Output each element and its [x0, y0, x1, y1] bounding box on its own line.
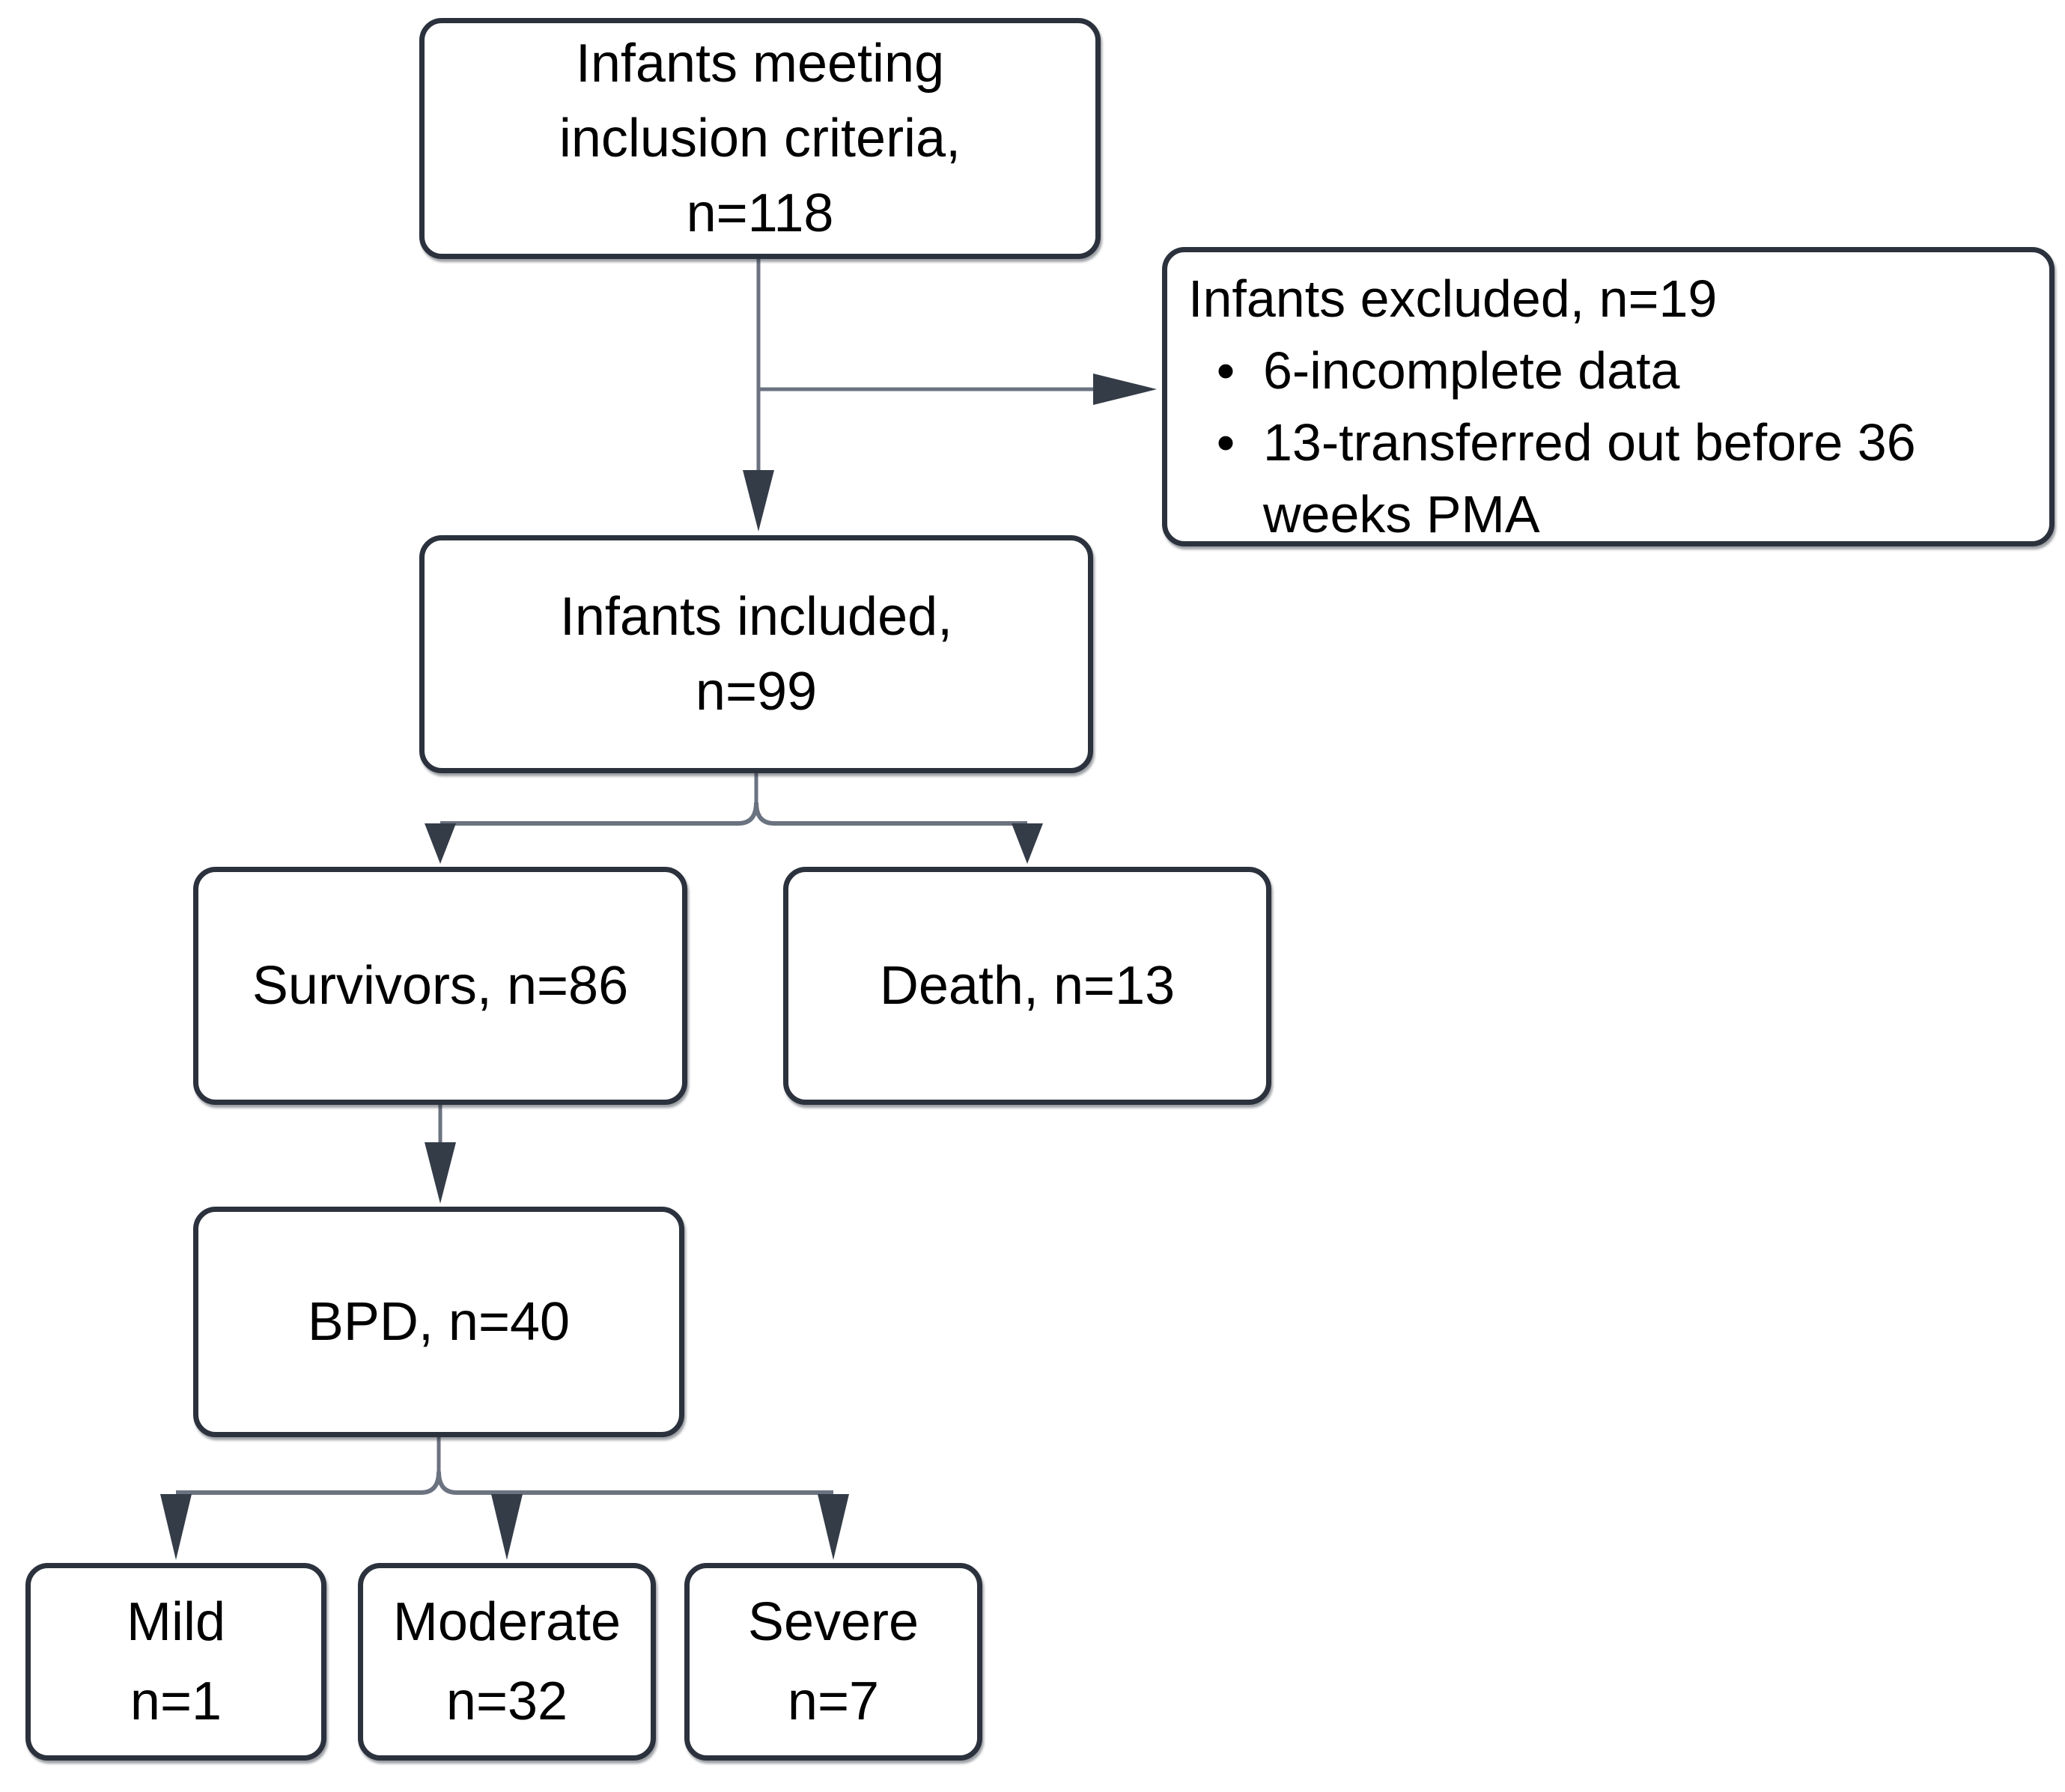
node-label: Infants meeting — [575, 34, 945, 94]
node-label: Severe — [747, 1592, 919, 1652]
excluded-reasons-list: • 6-incomplete data • 13-transferred out… — [1188, 335, 2028, 550]
excluded-reason: 13-transferred out before 36 weeks PMA — [1263, 413, 1916, 543]
connector-included-fork-right — [754, 802, 1027, 826]
connector-bpd-fork-right — [437, 1471, 833, 1495]
node-bpd-mild: Mild n=1 — [25, 1563, 326, 1761]
node-label: n=118 — [686, 183, 834, 243]
node-survivors: Survivors, n=86 — [193, 867, 687, 1105]
node-bpd-severe: Severe n=7 — [684, 1563, 982, 1761]
connector-included-fork-left — [440, 802, 758, 826]
node-label: inclusion criteria, — [559, 109, 961, 168]
node-label: n=1 — [130, 1671, 222, 1731]
node-label: BPD, n=40 — [307, 1292, 571, 1352]
node-title: Infants excluded, n=19 — [1188, 269, 1718, 328]
node-death: Death, n=13 — [783, 867, 1271, 1105]
node-label: n=7 — [787, 1671, 880, 1731]
connector-bpd-fork-left — [176, 1471, 441, 1495]
bullet-icon: • — [1216, 413, 1235, 472]
arrowhead-down-icon — [743, 470, 774, 531]
node-infants-meeting-inclusion-criteria: Infants meeting inclusion criteria, n=11… — [419, 18, 1101, 259]
node-label: Survivors, n=86 — [252, 956, 629, 1016]
node-infants-included: Infants included, n=99 — [419, 535, 1093, 773]
node-label: n=32 — [445, 1671, 568, 1731]
arrowhead-down-icon — [425, 823, 456, 864]
arrowhead-down-icon — [160, 1494, 192, 1560]
node-bpd: BPD, n=40 — [193, 1207, 684, 1437]
arrowhead-down-icon — [425, 1142, 456, 1204]
list-item: • 13-transferred out before 36 weeks PMA — [1188, 406, 2028, 550]
excluded-reason: 6-incomplete data — [1263, 341, 1680, 400]
node-label: Moderate — [392, 1592, 621, 1652]
arrowhead-down-icon — [818, 1494, 849, 1560]
bullet-icon: • — [1216, 341, 1235, 400]
node-infants-excluded: Infants excluded, n=19 • 6-incomplete da… — [1162, 247, 2055, 546]
node-label: Infants included, — [559, 587, 953, 647]
list-item: • 6-incomplete data — [1188, 335, 2028, 406]
node-label: n=99 — [695, 662, 818, 722]
node-bpd-moderate: Moderate n=32 — [358, 1563, 656, 1761]
arrowhead-right-icon — [1093, 374, 1157, 405]
node-label: Death, n=13 — [879, 956, 1176, 1016]
node-label: Mild — [126, 1592, 225, 1652]
arrowhead-down-icon — [491, 1494, 523, 1560]
arrowhead-down-icon — [1012, 823, 1043, 864]
